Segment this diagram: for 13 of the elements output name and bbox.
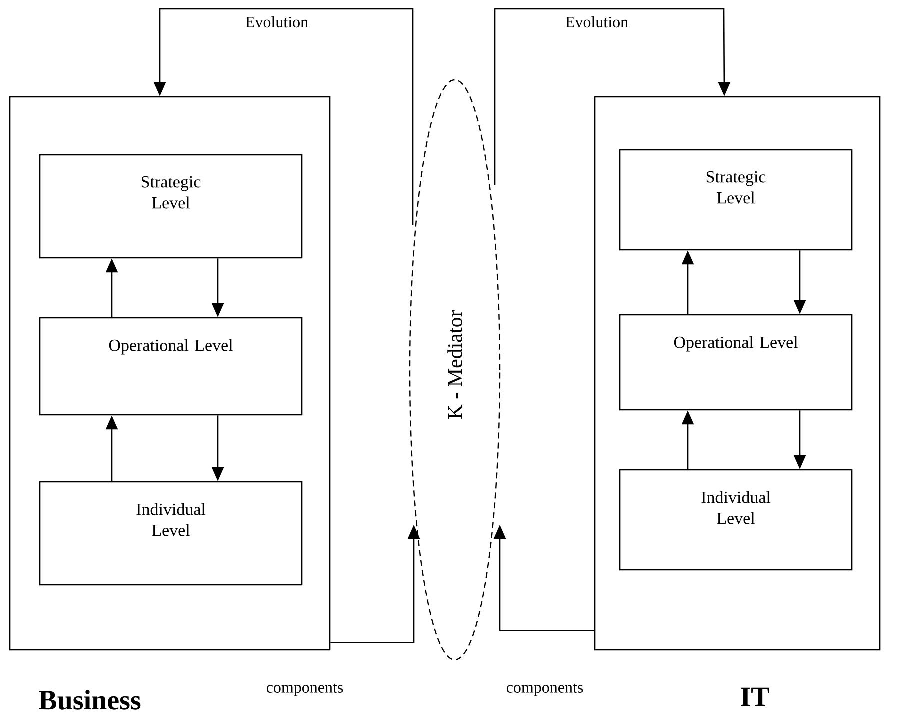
- node-label: Business: [39, 690, 141, 710]
- node-label: IT: [741, 688, 770, 706]
- level-box: Individual Level: [39, 481, 303, 586]
- level-box: Operational Level: [39, 317, 303, 416]
- level-box: Strategic Level: [619, 149, 853, 251]
- edge-label: Evolution: [244, 15, 310, 29]
- level-box: Individual Level: [619, 469, 853, 571]
- edge-label: components: [505, 682, 585, 698]
- arrow: [494, 8, 731, 185]
- level-box: Operational Level: [619, 314, 853, 411]
- edge-label: components: [265, 682, 345, 698]
- edge-label: Evolution: [564, 15, 630, 29]
- level-box: Strategic Level: [39, 154, 303, 259]
